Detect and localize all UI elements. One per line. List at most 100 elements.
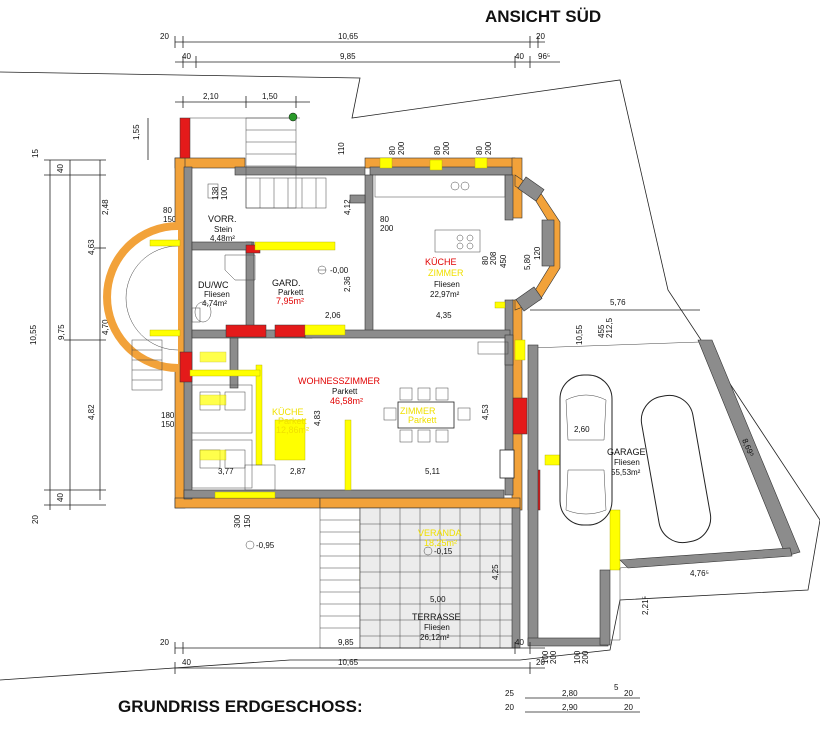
kueche-top-name-yellow: ZIMMER [428,268,464,278]
dim-120: 120 [533,246,542,260]
dim-453: 4,53 [481,404,490,420]
room-label-kueche: KÜCHE Parkett 12,86m² [272,407,309,435]
bottom-dimension-chains: 9,85 20 40 10,65 40 20 2,80 2,90 25 20 2… [160,638,640,713]
dim-bottom-40r: 40 [515,638,524,647]
dim-236: 2,36 [343,276,352,292]
dim-580: 5,80 [523,254,532,270]
level-marker-entry: -0,00 [317,265,349,275]
kueche-floor: Parkett [278,416,307,426]
yellow-tag-3 [199,449,227,461]
zimmer-name: ZIMMER [400,406,436,416]
room-label-vorraum: VORR. Stein 4,48m² [208,214,237,243]
staircase-entry [190,117,327,209]
dim-435: 4,35 [436,311,452,320]
left-round-bay [103,222,179,372]
dim-left-15: 15 [31,149,40,158]
dim-bottom-40l: 40 [182,658,191,667]
dim-110: 110 [337,142,346,155]
dim-top-r1-left: 20 [160,32,169,41]
zimmer-floor: Parkett [408,415,437,425]
dim-bottom-20c: 20 [624,703,633,712]
dim-bottom-20b: 20 [624,689,633,698]
dim-300: 300 [233,514,242,528]
dim-left-155: 1,55 [132,124,141,140]
dim-bottom-200: 200 [549,650,558,664]
room-label-terrasse: TERRASSE Fliesen 26,12m² [412,612,461,642]
dim-576: 5,76 [610,298,626,307]
dim-100: 100 [220,186,229,200]
kueche-top-floor: Fliesen [434,280,460,289]
dim-left-482: 4,82 [87,404,96,420]
lamp-post-icon [288,112,298,122]
garage-name: GARAGE [607,447,646,457]
dim-1055-right: 10,55 [575,324,584,345]
yellow-tag-2 [199,394,227,406]
staircase-terrace [319,507,361,649]
dim-top-r1-mid: 10,65 [338,32,359,41]
dim-200d: 200 [380,224,394,233]
dim-476: 4,76⁵ [690,569,709,578]
dim-bottom-100a: 100 [541,650,550,664]
veranda-name: VERANDA [418,528,462,538]
room-label-kueche-top: KÜCHE ZIMMER Fliesen 22,97m² [425,257,464,299]
fireplace [499,449,515,479]
dim-top-r2-extra: 96⁵ [538,52,550,61]
dim-bottom-20l: 20 [160,638,169,647]
dim-top-r1-right: 20 [536,32,545,41]
room-label-zimmer: ZIMMER Parkett [400,406,437,425]
dim-80a: 80 [433,146,442,155]
dim-left-470: 4,70 [101,319,110,335]
dim-bottom-20a: 20 [505,703,514,712]
dining-table [383,387,471,443]
dim-208: 208 [489,251,498,265]
staircase-left-outer [131,339,163,391]
level-marker-outside: -0,95 [245,540,275,550]
level-outside-value: -0,95 [256,541,275,550]
vorraum-floor: Stein [214,225,232,234]
vorraum-area: 4,48m² [210,234,235,243]
dim-left-20: 20 [31,515,40,524]
dim-200c: 200 [397,141,406,155]
dim-80d: 80 [380,215,389,224]
kitchen-counters [374,174,509,355]
dim-200b: 200 [484,141,493,155]
room-label-wohnzimmer: WOHNESSZIMMER Parkett 46,58m² [298,376,380,406]
kueche-name: KÜCHE [272,407,304,417]
level-marker-veranda: -0,15 [423,546,453,556]
dim-206: 2,06 [325,311,341,320]
vorraum-name: VORR. [208,214,237,224]
dim-450: 450 [499,254,508,268]
dim-221: 2,21⁵ [641,596,650,615]
dim-377: 3,77 [218,467,234,476]
ground-floor-plan-title: GRUNDRISS ERDGESCHOSS: [118,697,363,716]
garage-area: 55,53m² [611,468,641,477]
dim-left-150b: 150 [161,420,175,429]
dim-483: 4,83 [313,410,322,426]
dim-bottom-25: 25 [505,689,514,698]
dim-left-463: 4,63 [87,239,96,255]
dim-bottom-20r: 20 [536,658,545,667]
dim-left-40b: 40 [56,493,65,502]
garage-floor: Fliesen [614,458,640,467]
dim-top-r3-a: 2,10 [203,92,219,101]
duwc-floor: Fliesen [204,290,230,299]
room-label-garderobe: GARD. Parkett 7,95m² [272,278,304,306]
dim-150c: 150 [243,514,252,528]
garderobe-floor: Parkett [278,288,304,297]
dim-511: 5,11 [425,467,441,476]
wohnzimmer-floor: Parkett [332,387,358,396]
dim-top-r3-b: 1,50 [262,92,278,101]
room-label-duwc: DU/WC Fliesen 4,74m² [198,280,230,308]
dim-bottom-200b: 200 [581,650,590,664]
dim-bottom-290: 2,90 [562,703,578,712]
garage-structure [527,339,801,647]
garderobe-area: 7,95m² [276,296,304,306]
dim-200a: 200 [442,141,451,155]
room-label-garage: GARAGE Fliesen 55,53m² [607,447,646,477]
site-boundary [0,71,820,681]
kueche-top-area: 22,97m² [430,290,460,299]
dim-80e: 80 [481,256,490,265]
dim-left-180: 180 [161,411,175,420]
dim-top-r2-mid: 9,85 [340,52,356,61]
